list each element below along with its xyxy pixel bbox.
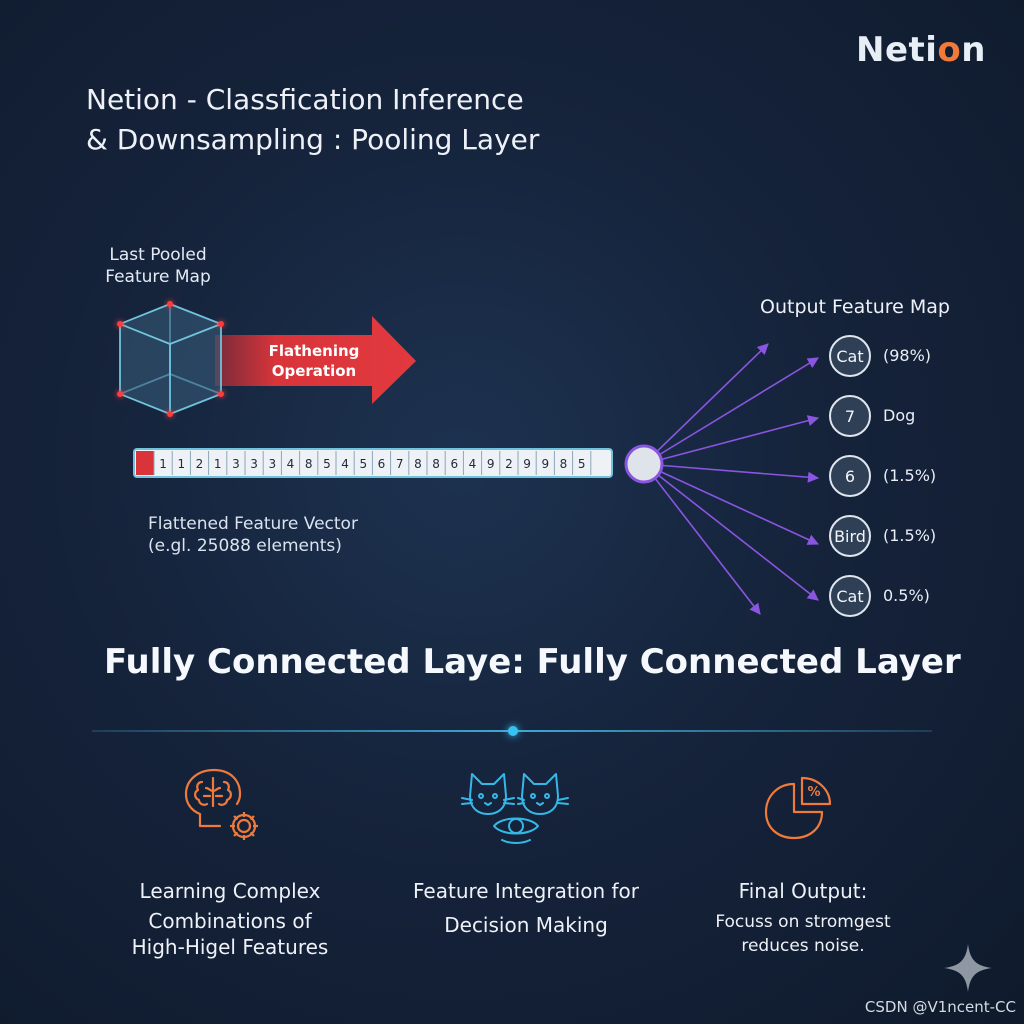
vector-cell: 3 (268, 457, 276, 471)
fc-connection-line (643, 463, 761, 615)
vector-cell: 1 (159, 457, 167, 471)
pooled-feature-map-label: Last Pooled Feature Map (105, 245, 211, 287)
vector-cell: 8 (414, 457, 422, 471)
vector-cell: 3 (232, 457, 240, 471)
fc-connection-line (643, 463, 819, 601)
vector-cell: 2 (196, 457, 204, 471)
vector-cell: 8 (432, 457, 440, 471)
class-node: Cat (829, 575, 871, 617)
page-title-line-1: Netion - Classfication Inference (86, 83, 524, 116)
page-title: Netion - Classfication Inference & Downs… (86, 80, 539, 160)
vector-cell: 3 (250, 457, 258, 471)
vector-cell: 5 (323, 457, 331, 471)
brain-gear-icon (184, 768, 258, 840)
fully-connected-links (643, 343, 820, 615)
fc-connection-line (643, 463, 820, 483)
output-feature-map-label: Output Feature Map (760, 296, 950, 318)
vector-cell: 7 (396, 457, 404, 471)
vector-cell: 4 (287, 457, 295, 471)
feature-learning-complex: Learning Complex Combinations of High-Hi… (131, 879, 329, 959)
class-probability: (98%) (883, 346, 932, 365)
sparkle-icon (944, 944, 992, 992)
vector-cell: 9 (523, 457, 531, 471)
pie-percent-icon: % (764, 776, 832, 840)
vector-cell: 4 (341, 457, 349, 471)
section-title: Fully Connected Laye: Fully Connected La… (104, 642, 961, 682)
fc-connection-line (643, 343, 769, 465)
class-probability: Dog (883, 406, 916, 425)
flattened-vector-label: Flattened Feature Vector (e.gl. 25088 el… (148, 514, 358, 556)
flattening-arrow: Flathening Operation (215, 316, 416, 404)
vector-cell: 6 (378, 457, 386, 471)
vector-cell: 5 (359, 457, 367, 471)
class-probability: (1.5%) (883, 526, 937, 545)
arrow-label-line-2: Operation (272, 362, 356, 380)
vector-cell: 8 (560, 457, 568, 471)
vector-cell: 1 (177, 457, 185, 471)
fc-connection-line (643, 463, 820, 545)
class-node: Cat (829, 335, 871, 377)
arrow-label-line-1: Flathening (269, 342, 360, 360)
pooled-feature-map-cube (117, 301, 224, 417)
divider-dot (508, 726, 518, 736)
vector-cell: 2 (505, 457, 513, 471)
svg-text:%: % (807, 785, 820, 800)
vector-cell: 5 (578, 457, 586, 471)
fc-hub-node (624, 444, 664, 484)
fc-connection-line (643, 357, 819, 465)
watermark: CSDN @V1ncent-CC (864, 998, 1016, 1016)
class-node: 6 (829, 455, 871, 497)
vector-cell: 8 (305, 457, 313, 471)
class-probability: 0.5%) (883, 586, 930, 605)
class-probability: (1.5%) (883, 466, 937, 485)
class-node: Bird (829, 515, 871, 557)
vector-cell: 6 (450, 457, 458, 471)
fc-connection-line (643, 415, 820, 465)
vector-cell: 9 (487, 457, 495, 471)
vector-cell: 9 (541, 457, 549, 471)
brand-logo: Netion (856, 30, 986, 70)
feature-integration: Feature Integration for Decision Making (413, 879, 639, 937)
cats-eye-icon (461, 773, 569, 844)
feature-final-output: Final Output: Focuss on stromgest reduce… (715, 879, 891, 956)
vector-cell: 1 (214, 457, 222, 471)
class-node: 7 (829, 395, 871, 437)
vector-cell: 4 (469, 457, 477, 471)
page-title-line-2: & Downsampling : Pooling Layer (86, 123, 540, 156)
